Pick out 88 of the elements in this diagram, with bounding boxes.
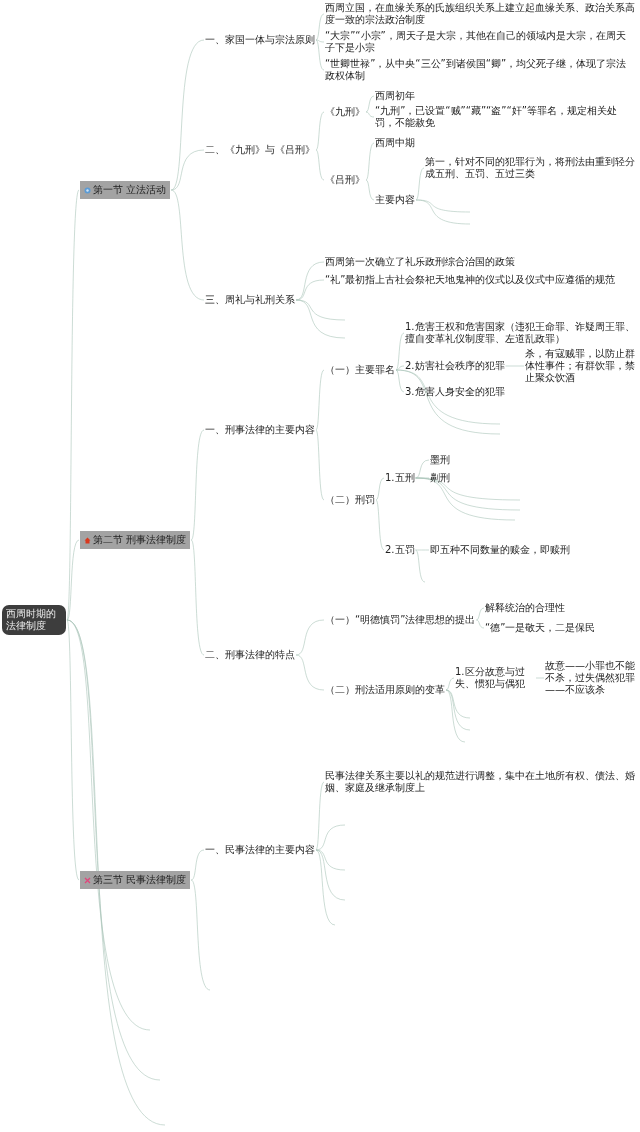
branch-line [315, 849, 346, 901]
connector-line [190, 849, 205, 881]
topic-text: 一、民事法律的主要内容 [205, 844, 315, 856]
connector-line [190, 429, 205, 541]
connector-line [66, 189, 80, 621]
branch-line [190, 879, 211, 991]
branch-line [315, 849, 336, 926]
connector-line [190, 539, 205, 656]
topic-text: 一、家国一体与宗法原则 [205, 34, 315, 46]
root-topic: 西周时期的法律制度 [2, 605, 66, 635]
connector-line [365, 111, 375, 118]
topic-text: “九刑”，已设置“贼”“藏”“盗”“奸”等罪名，规定相关处罚，不能赦免 [375, 105, 635, 129]
connector-line [415, 167, 425, 201]
connector-line [476, 607, 485, 621]
topic-text: 杀，有寇贼罪，以防止群体性事件；有群饮罪，禁止聚众饮酒 [525, 348, 635, 384]
topic-text: 1.危害王权和危害国家（违犯王命罪、诈疑周王罪、擅自变革礼仪制度罪、左道乱政罪） [405, 321, 635, 345]
connector-line [170, 39, 205, 191]
topic-text: 1.五刑 [385, 472, 415, 484]
branch-line [295, 299, 346, 339]
topic-text: 墨刑 [430, 454, 450, 466]
connector-line [66, 539, 80, 621]
connector-line [365, 95, 375, 113]
topic-text: 2.妨害社会秩序的犯罪 [405, 360, 505, 372]
connector-line [415, 459, 430, 479]
connector-line [315, 149, 325, 181]
topic-text: 即五种不同数量的赎金，即赎刑 [430, 544, 570, 556]
connector-line [295, 619, 325, 656]
topic-text: （一）主要罪名 [325, 364, 395, 376]
topic-text: 二、刑事法律的特点 [205, 649, 295, 661]
branch-line [415, 199, 471, 225]
topic-text: 西周第一次确立了礼乐政刑综合治国的政策 [325, 256, 515, 268]
topic-text: 劓刑 [430, 472, 450, 484]
branch-line [445, 689, 471, 731]
topic-text: 《吕刑》 [325, 174, 365, 186]
connector-line [315, 781, 325, 851]
connector-line [395, 369, 405, 393]
connector-line [66, 619, 80, 881]
topic-text: “德”一是敬天，二是保民 [485, 622, 596, 634]
connector-line [476, 619, 485, 629]
branch-line [445, 689, 466, 743]
connector-line [315, 369, 325, 431]
topic-text: 民事法律关系主要以礼的规范进行调整，集中在土地所有权、债法、婚姻、家庭及继承制度上 [325, 770, 635, 794]
topic-text: 1.区分故意与过失、惯犯与偶犯 [455, 666, 535, 690]
topic-text: 西周中期 [375, 137, 415, 149]
section-title: 第一节 立法活动 [93, 184, 167, 196]
topic-text: “礼”最初指上古社会祭祀天地鬼神的仪式以及仪式中应遵循的规范 [325, 274, 635, 286]
section-title: 第二节 刑事法律制度 [93, 534, 187, 546]
connector-line [315, 39, 325, 71]
connector-line [365, 142, 375, 181]
topic-text: （二）刑罚 [325, 494, 375, 506]
topic-text: （一）“明德慎罚”法律思想的提出 [325, 614, 476, 626]
connector-line [170, 189, 205, 301]
branch-line [295, 299, 346, 321]
topic-text: 2.五罚 [385, 544, 415, 556]
topic-text: 西周立国，在血缘关系的氏族组织关系上建立起血缘关系、政治关系高度一致的宗法政治制度 [325, 2, 635, 26]
topic-text: 第一，针对不同的犯罪行为，将刑法由重到轻分成五刑、五罚、五过三类 [425, 156, 635, 180]
branch-line [395, 369, 501, 435]
connector-line [375, 499, 385, 551]
topic-text: 西周初年 [375, 90, 415, 102]
connector-line [445, 677, 455, 691]
topic-text: 故意——小罪也不能不杀，过失偶然犯罪——不应该杀 [545, 660, 635, 696]
topic-text: （二）刑法适用原则的变革 [325, 684, 445, 696]
connector-line [365, 179, 375, 201]
connector-line [295, 654, 325, 691]
topic-text: “世卿世禄”，从中央“三公”到诸侯国“卿”，均父死子继，体现了宗法政权体制 [325, 58, 635, 82]
topic-text: 《九刑》 [325, 106, 365, 118]
topic-text: 二、《九刑》与《吕刑》 [205, 144, 315, 156]
topic-text: 3.危害人身安全的犯罪 [405, 386, 505, 398]
connector-line [395, 365, 405, 371]
section-box [80, 181, 171, 199]
connector-line [395, 332, 405, 371]
connector-line [170, 149, 205, 191]
topic-text: 一、刑事法律的主要内容 [205, 424, 315, 436]
connector-line [315, 429, 325, 501]
section-box [80, 871, 191, 889]
branch-line [415, 549, 426, 583]
topic-text: “大宗”“小宗”，周天子是大宗，其他在自己的领域内是大宗，在周天子下是小宗 [325, 30, 635, 54]
section-title: 第三节 民事法律制度 [93, 874, 187, 886]
topic-text: 三、周礼与礼刑关系 [205, 294, 295, 306]
connector-line [315, 13, 325, 41]
branch-line [415, 477, 516, 521]
branch-line [395, 369, 501, 425]
topic-text: 主要内容 [375, 194, 415, 206]
connector-line [375, 477, 385, 501]
branch-line [315, 824, 346, 851]
connector-line [315, 111, 325, 151]
section-box [80, 531, 191, 549]
topic-text: 解释统治的合理性 [485, 602, 565, 614]
